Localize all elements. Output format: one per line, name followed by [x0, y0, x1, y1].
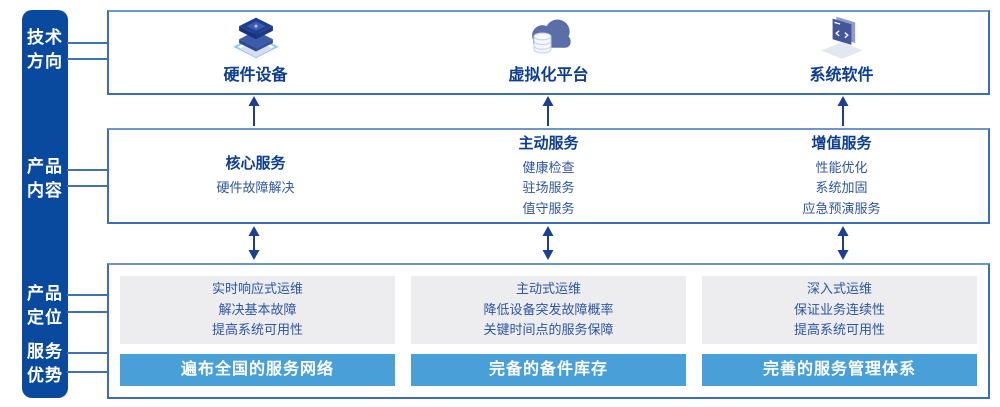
- arrow-up-icon: [248, 96, 260, 126]
- advantage-bar: 完备的备件库存: [411, 354, 686, 386]
- positioning-column-indepth: 深入式运维 保证业务连续性 提高系统可用性 完善的服务管理体系: [702, 276, 977, 386]
- rail-label-tech-direction: 技术方向: [27, 28, 63, 72]
- connector-line: [67, 371, 107, 373]
- service-title: 主动服务: [518, 134, 579, 152]
- tech-label: 硬件设备: [223, 67, 288, 84]
- service-item: 健康检查: [522, 159, 575, 175]
- tech-cell-hardware: 硬件设备: [109, 12, 402, 93]
- product-content-box: 核心服务 硬件故障解决 主动服务 健康检查 驻场服务 值守服务 增值服务 性能优…: [107, 128, 990, 224]
- arrow-up-icon: [542, 96, 554, 126]
- positioning-line: 实时响应式运维: [211, 281, 303, 297]
- connector-line: [67, 294, 107, 296]
- arrow-double-vertical-icon: [248, 226, 260, 260]
- service-title: 核心服务: [225, 155, 286, 173]
- positioning-panel: 主动式运维 降低设备突发故障概率 关键时间点的服务保障: [411, 276, 686, 344]
- arrow-double-vertical-icon: [542, 226, 554, 260]
- arrow-up-icon: [837, 96, 849, 126]
- service-item: 驻场服务: [522, 180, 575, 196]
- connector-line: [67, 352, 107, 354]
- positioning-box: 实时响应式运维 解决基本故障 提高系统可用性 遍布全国的服务网络 主动式运维 降…: [107, 263, 990, 399]
- connector-line: [67, 311, 107, 313]
- category-rail: [22, 10, 68, 398]
- positioning-line: 解决基本故障: [218, 301, 297, 317]
- connector-line: [67, 42, 107, 44]
- service-item: 性能优化: [815, 159, 868, 175]
- tech-cell-system-software: 系统软件: [695, 12, 988, 93]
- rail-label-service-advantage: 服务优势: [27, 342, 63, 386]
- service-column-core: 核心服务 硬件故障解决: [109, 130, 402, 222]
- service-item: 系统加固: [815, 180, 868, 196]
- positioning-column-realtime: 实时响应式运维 解决基本故障 提高系统可用性 遍布全国的服务网络: [120, 276, 395, 386]
- advantage-bar: 完善的服务管理体系: [702, 354, 977, 386]
- code-window-icon: [820, 16, 863, 59]
- positioning-line: 提高系统可用性: [211, 322, 303, 338]
- arrow-double-vertical-icon: [837, 226, 849, 260]
- tech-cell-virtualization: 虚拟化平台: [402, 12, 695, 93]
- tech-direction-box: 硬件设备 虚拟化平台 系统软件: [107, 10, 990, 95]
- service-item: 硬件故障解决: [216, 180, 295, 196]
- service-item: 应急预演服务: [802, 200, 881, 216]
- positioning-line: 提高系统可用性: [793, 322, 885, 338]
- connector-line: [67, 185, 107, 187]
- positioning-line: 深入式运维: [806, 281, 872, 297]
- service-column-value-added: 增值服务 性能优化 系统加固 应急预演服务: [695, 130, 988, 222]
- positioning-line: 降低设备突发故障概率: [483, 301, 614, 317]
- advantage-bar: 遍布全国的服务网络: [120, 354, 395, 386]
- connector-line: [67, 169, 107, 171]
- positioning-panel: 实时响应式运维 解决基本故障 提高系统可用性: [120, 276, 395, 344]
- service-item: 值守服务: [522, 200, 575, 216]
- rail-label-product-positioning: 产品定位: [27, 284, 63, 328]
- connector-line: [67, 58, 107, 60]
- server-stack-icon: [232, 17, 279, 59]
- positioning-column-proactive: 主动式运维 降低设备突发故障概率 关键时间点的服务保障 完备的备件库存: [411, 276, 686, 386]
- service-column-proactive: 主动服务 健康检查 驻场服务 值守服务: [402, 130, 695, 222]
- tech-label: 系统软件: [809, 67, 874, 84]
- service-title: 增值服务: [811, 134, 872, 152]
- rail-label-product-content: 产品内容: [27, 157, 63, 201]
- positioning-line: 保证业务连续性: [793, 301, 885, 317]
- positioning-line: 主动式运维: [515, 281, 581, 297]
- positioning-line: 关键时间点的服务保障: [483, 322, 614, 338]
- positioning-panel: 深入式运维 保证业务连续性 提高系统可用性: [702, 276, 977, 344]
- tech-label: 虚拟化平台: [508, 67, 589, 84]
- cloud-platform-icon: [531, 19, 571, 54]
